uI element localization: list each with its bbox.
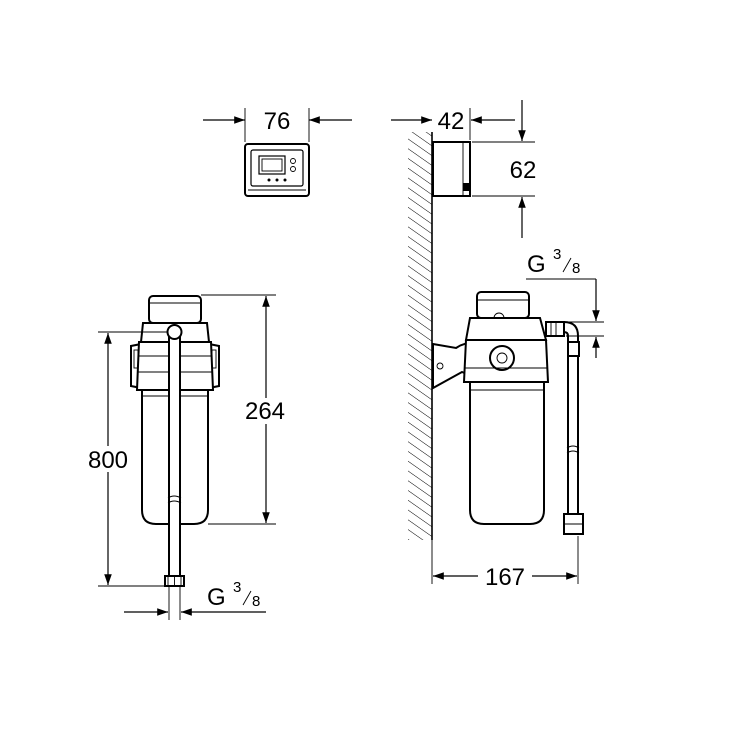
thread-dimension-side: G 3 8 xyxy=(526,246,604,358)
dimension-total-height: 800 xyxy=(88,331,168,587)
display-unit-side xyxy=(432,141,471,197)
dimension-label-62: 62 xyxy=(510,157,537,184)
dimension-label-42: 42 xyxy=(438,108,465,135)
thread-label-side-prefix: G xyxy=(527,251,546,278)
dimension-label-800: 800 xyxy=(88,447,128,474)
thread-dimension-bottom: G 3 8 xyxy=(124,579,266,616)
dimension-filter-height: 264 xyxy=(201,294,285,525)
dimension-label-76: 76 xyxy=(264,108,291,135)
thread-label-bottom-numerator: 3 xyxy=(233,579,241,596)
dimension-display-width: 76 xyxy=(203,108,352,142)
thread-label-bottom-denominator: 8 xyxy=(252,593,260,610)
filter-side xyxy=(432,291,584,535)
dimension-label-167: 167 xyxy=(485,564,525,591)
thread-label-side-numerator: 3 xyxy=(553,246,561,263)
thread-label-bottom-prefix: G xyxy=(207,584,226,611)
dimension-total-depth: 167 xyxy=(431,536,579,591)
display-unit-front xyxy=(244,143,310,197)
filter-front xyxy=(130,295,220,620)
dimension-label-264: 264 xyxy=(245,398,285,425)
dimension-display-height: 62 xyxy=(472,100,536,238)
wall-section xyxy=(408,132,433,540)
thread-label-side-denominator: 8 xyxy=(572,260,580,277)
dimension-display-depth: 42 xyxy=(391,108,515,140)
